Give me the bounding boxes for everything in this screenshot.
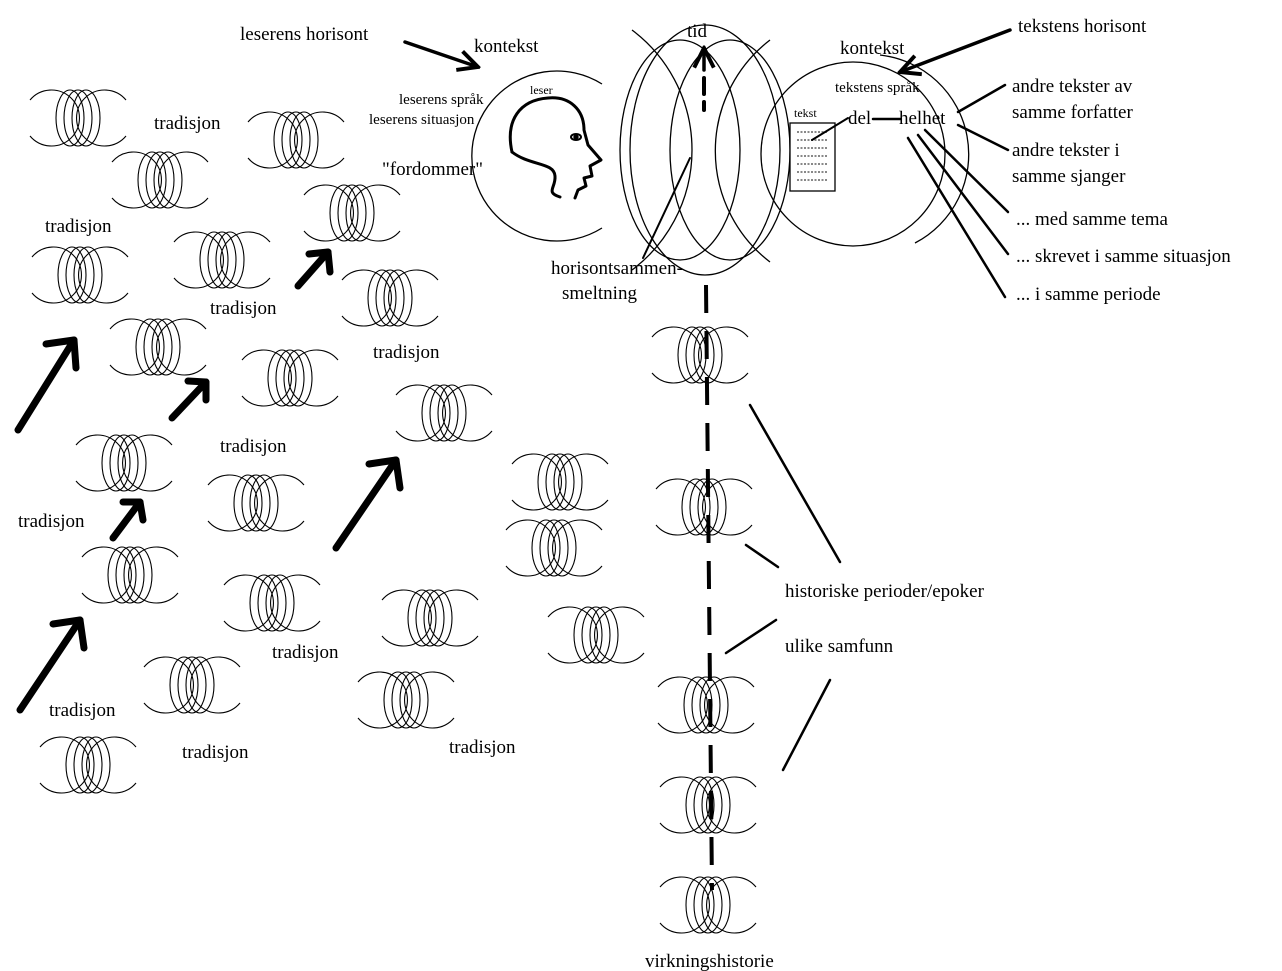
- history-ring: [655, 478, 753, 536]
- label-tekstens-horisont: tekstens horisont: [1018, 16, 1147, 37]
- label-tradisjon: tradisjon: [220, 436, 287, 457]
- tradition-ring: [247, 111, 345, 169]
- arrow-up-right-icon: [332, 456, 404, 552]
- history-column: [651, 284, 757, 934]
- labels: leserens horisont kontekst leser leseren…: [18, 16, 1231, 971]
- label-ulike-samfunn: ulike samfunn: [785, 636, 894, 657]
- history-ring: [659, 876, 757, 934]
- label-smeltning: smeltning: [562, 283, 637, 304]
- label-tid: tid: [687, 21, 708, 42]
- label-tradisjon: tradisjon: [49, 700, 116, 721]
- label-tradisjon: tradisjon: [182, 742, 249, 763]
- reader-horizon-circle: [471, 70, 603, 242]
- label-andre-tekster-av: andre tekster av: [1012, 76, 1133, 97]
- label-tradisjon: tradisjon: [373, 342, 440, 363]
- text-page-icon: [789, 122, 836, 192]
- tradition-ring: [395, 384, 493, 442]
- label-leser: leser: [530, 83, 553, 97]
- label-med-samme-tema: ... med samme tema: [1016, 209, 1169, 230]
- arrow-up-right-icon: [14, 336, 80, 434]
- tradition-ring: [505, 519, 603, 577]
- label-i-samme-periode: ... i samme periode: [1016, 284, 1161, 305]
- tradition-ring: [207, 474, 305, 532]
- arrow-up-right-icon: [109, 498, 147, 542]
- tradition-ring: [39, 736, 137, 794]
- tradition-ring: [241, 349, 339, 407]
- tradition-arrows: [14, 248, 404, 714]
- tradition-ring: [381, 589, 479, 647]
- tradition-ring: [31, 246, 129, 304]
- tradition-ring: [29, 89, 127, 147]
- tradition-ring: [303, 184, 401, 242]
- tradition-ring: [173, 231, 271, 289]
- tradition-ring: [81, 546, 179, 604]
- label-tekstens-sprak: tekstens språk: [835, 80, 920, 96]
- label-virkningshistorie: virkningshistorie: [645, 951, 774, 971]
- arrow-up-right-icon: [168, 377, 210, 422]
- tradition-ring: [547, 606, 645, 664]
- label-skrevet-i-samme-situasjon: ... skrevet i samme situasjon: [1016, 246, 1231, 267]
- tradition-ring: [223, 574, 321, 632]
- reader-head-icon: [508, 96, 603, 200]
- arrow-up-right-icon: [16, 616, 88, 714]
- label-helhet: helhet: [899, 108, 946, 129]
- label-leserens-situasjon: leserens situasjon: [369, 112, 475, 128]
- history-ring: [651, 326, 749, 384]
- label-tradisjon: tradisjon: [45, 216, 112, 237]
- tradition-ring: [111, 151, 209, 209]
- label-fordommer: "fordommer": [382, 159, 483, 180]
- label-kontekst-left: kontekst: [474, 36, 539, 57]
- tradition-symbols: [29, 89, 645, 794]
- label-del: del: [848, 108, 871, 129]
- tradition-ring: [109, 318, 207, 376]
- label-tradisjon: tradisjon: [18, 511, 85, 532]
- history-ring: [657, 676, 755, 734]
- tradition-ring: [511, 453, 609, 511]
- label-kontekst-right: kontekst: [840, 38, 905, 59]
- label-horisontsammen: horisontsammen-: [551, 258, 683, 279]
- label-historiske-perioder: historiske perioder/epoker: [785, 581, 985, 602]
- tradition-ring: [143, 656, 241, 714]
- label-tradisjon: tradisjon: [272, 642, 339, 663]
- connector-lines: [403, 28, 1012, 772]
- history-ring: [659, 776, 757, 834]
- label-leserens-sprak: leserens språk: [399, 92, 484, 108]
- label-tradisjon: tradisjon: [154, 113, 221, 134]
- time-axis-dashed: [704, 284, 714, 891]
- label-andre-tekster-i: andre tekster i: [1012, 140, 1120, 161]
- horizon-circles: [471, 24, 970, 276]
- label-tekst: tekst: [794, 106, 817, 120]
- label-tradisjon: tradisjon: [449, 737, 516, 758]
- tradition-ring: [341, 269, 439, 327]
- label-tradisjon: tradisjon: [210, 298, 277, 319]
- arrow-up-right-icon: [294, 248, 334, 290]
- tradition-ring: [75, 434, 173, 492]
- text-horizon-circle: [760, 61, 946, 247]
- label-leserens-horisont: leserens horisont: [240, 24, 369, 45]
- label-samme-forfatter: samme forfatter: [1012, 102, 1133, 123]
- label-samme-sjanger: samme sjanger: [1012, 166, 1126, 187]
- tradition-ring: [357, 671, 455, 729]
